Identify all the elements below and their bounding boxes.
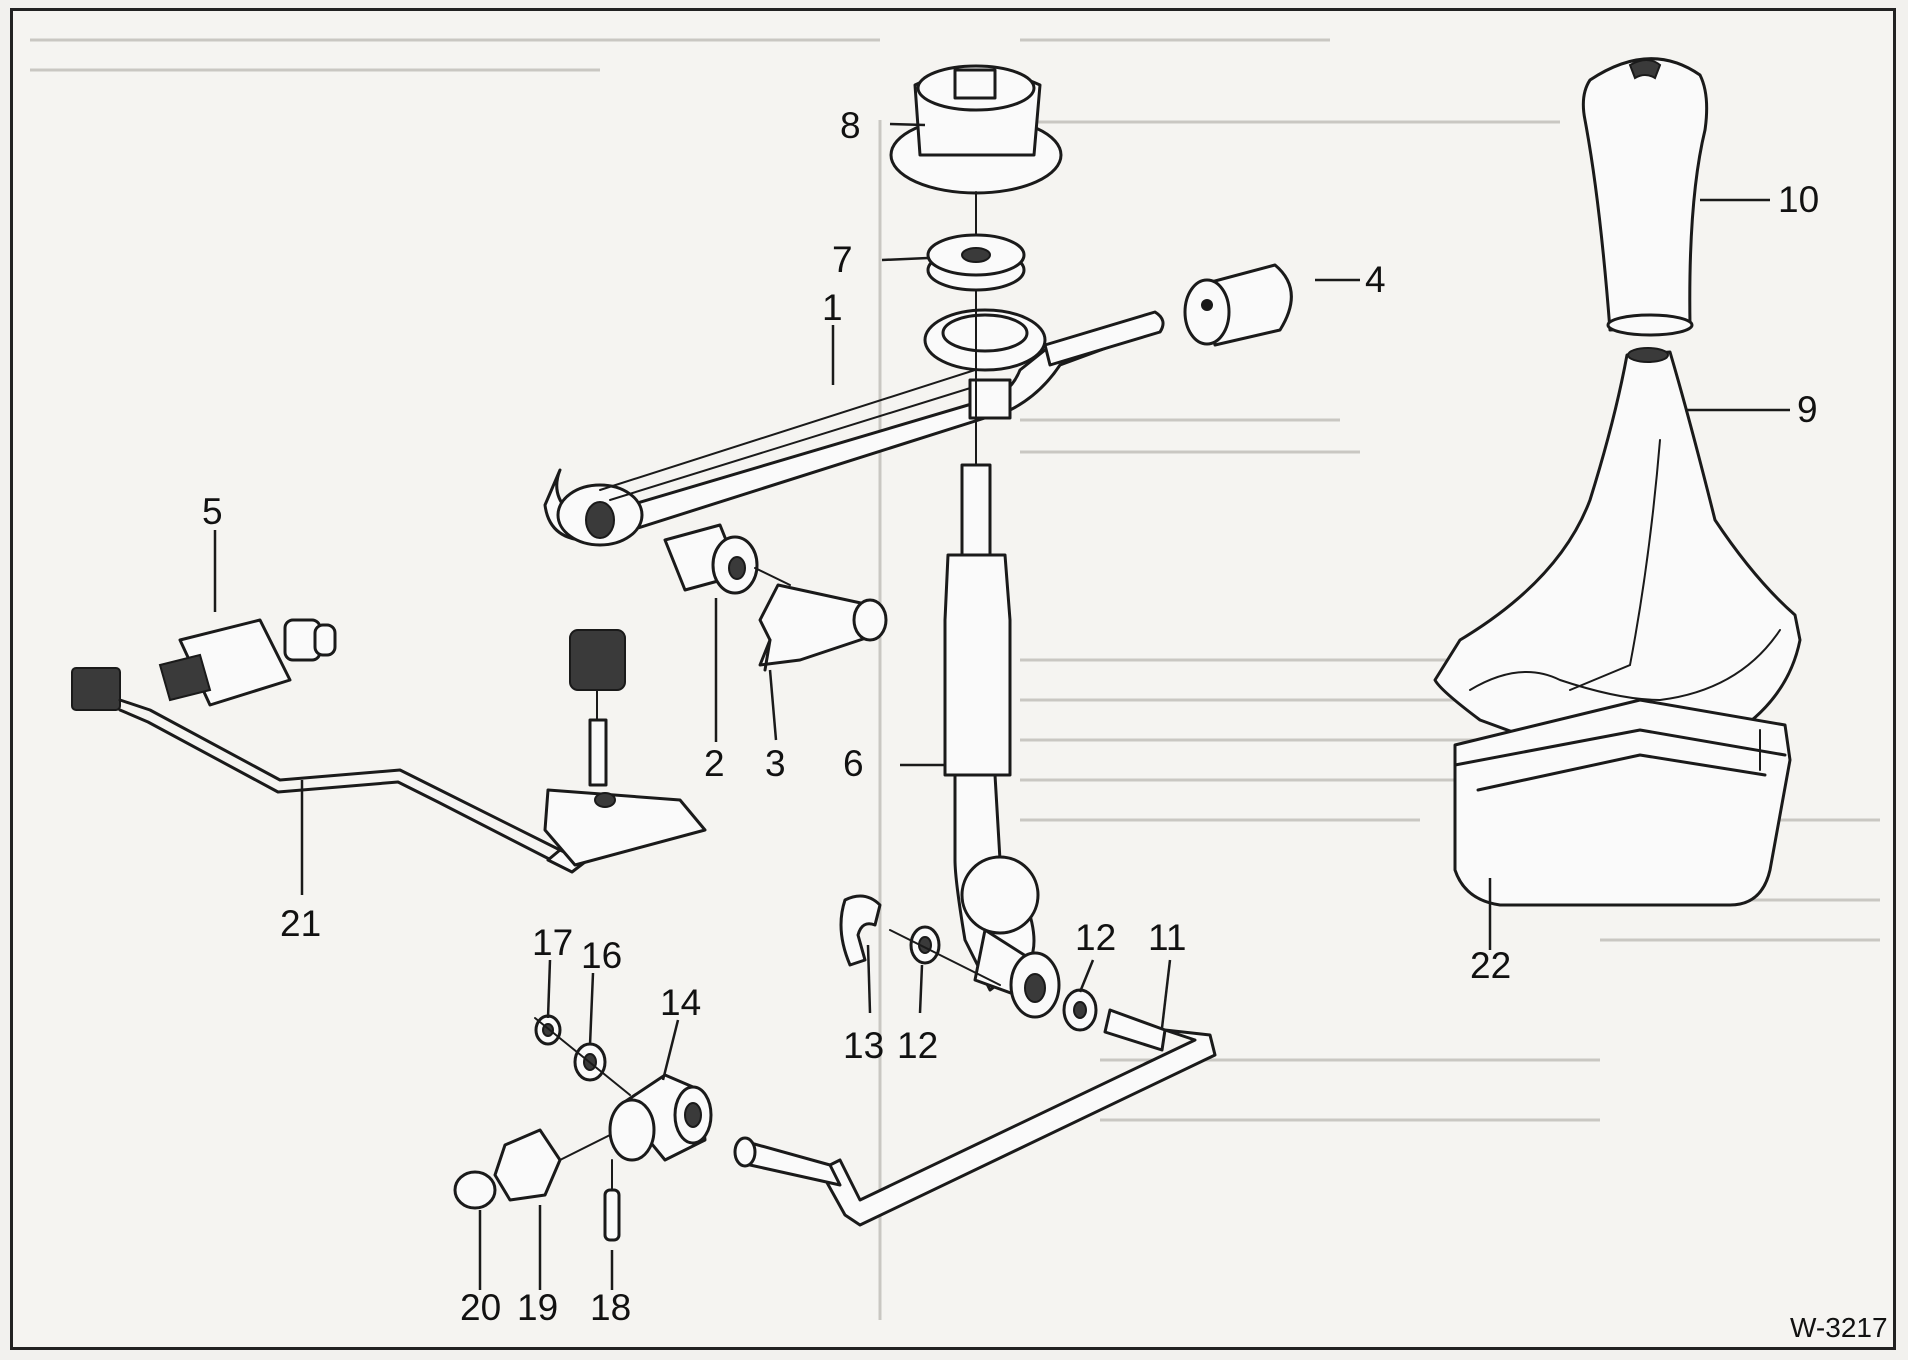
callout-11: 11 (1148, 917, 1186, 958)
part-21-cable (71, 667, 587, 874)
callout-12-lower: 12 (897, 1025, 938, 1066)
callout-3: 3 (765, 743, 786, 784)
leader-lines (213, 122, 1790, 1290)
part-8-boot-cap (889, 64, 1063, 241)
part-11-selector-rod (733, 1008, 1217, 1227)
callout-7: 7 (832, 239, 853, 280)
callout-6: 6 (843, 743, 864, 784)
callout-19: 19 (517, 1287, 558, 1328)
callout-18: 18 (590, 1287, 631, 1328)
callout-20: 20 (460, 1287, 501, 1328)
callout-4: 4 (1365, 259, 1386, 300)
callout-9: 9 (1797, 389, 1818, 430)
callout-10: 10 (1778, 179, 1819, 220)
background-bleed-through (30, 38, 1880, 1320)
part-20-cap (453, 1170, 497, 1210)
part-2-bushing (663, 523, 791, 595)
part-18-pin (603, 1159, 621, 1242)
part-4-end-cap (1183, 263, 1293, 347)
callout-2: 2 (704, 743, 725, 784)
callout-labels: 8 7 4 1 10 9 5 2 3 6 21 22 12 11 13 12 1… (202, 105, 1819, 1328)
callout-21: 21 (280, 903, 321, 944)
part-14-pivot (608, 1073, 713, 1162)
part-12-washer-b (1062, 988, 1098, 1032)
part-13-clip (839, 894, 882, 967)
part-22-boot-frame (1453, 698, 1792, 907)
callout-5: 5 (202, 491, 223, 532)
part-10-shift-knob (1581, 57, 1709, 337)
part-6-shift-lever (943, 289, 1061, 1019)
part-1-lever-bracket (543, 308, 1165, 547)
callout-17: 17 (532, 922, 573, 963)
part-3-clip (758, 583, 888, 672)
callout-13: 13 (843, 1025, 884, 1066)
part-17-nut (534, 1014, 562, 1046)
figure-id: W-3217 (1790, 1312, 1888, 1343)
callout-1: 1 (822, 287, 843, 328)
part-5-switch (158, 618, 337, 707)
part-19-nut (493, 1128, 611, 1202)
part-9-shift-boot (1433, 347, 1802, 777)
lockout-switch-assembly (543, 629, 707, 867)
part-7-bushing (926, 233, 1026, 292)
callout-12-upper: 12 (1075, 917, 1116, 958)
callout-14: 14 (660, 982, 701, 1023)
part-12-washer-a (909, 925, 941, 965)
callout-22: 22 (1470, 945, 1511, 986)
callout-16: 16 (581, 935, 622, 976)
callout-8: 8 (840, 105, 861, 146)
